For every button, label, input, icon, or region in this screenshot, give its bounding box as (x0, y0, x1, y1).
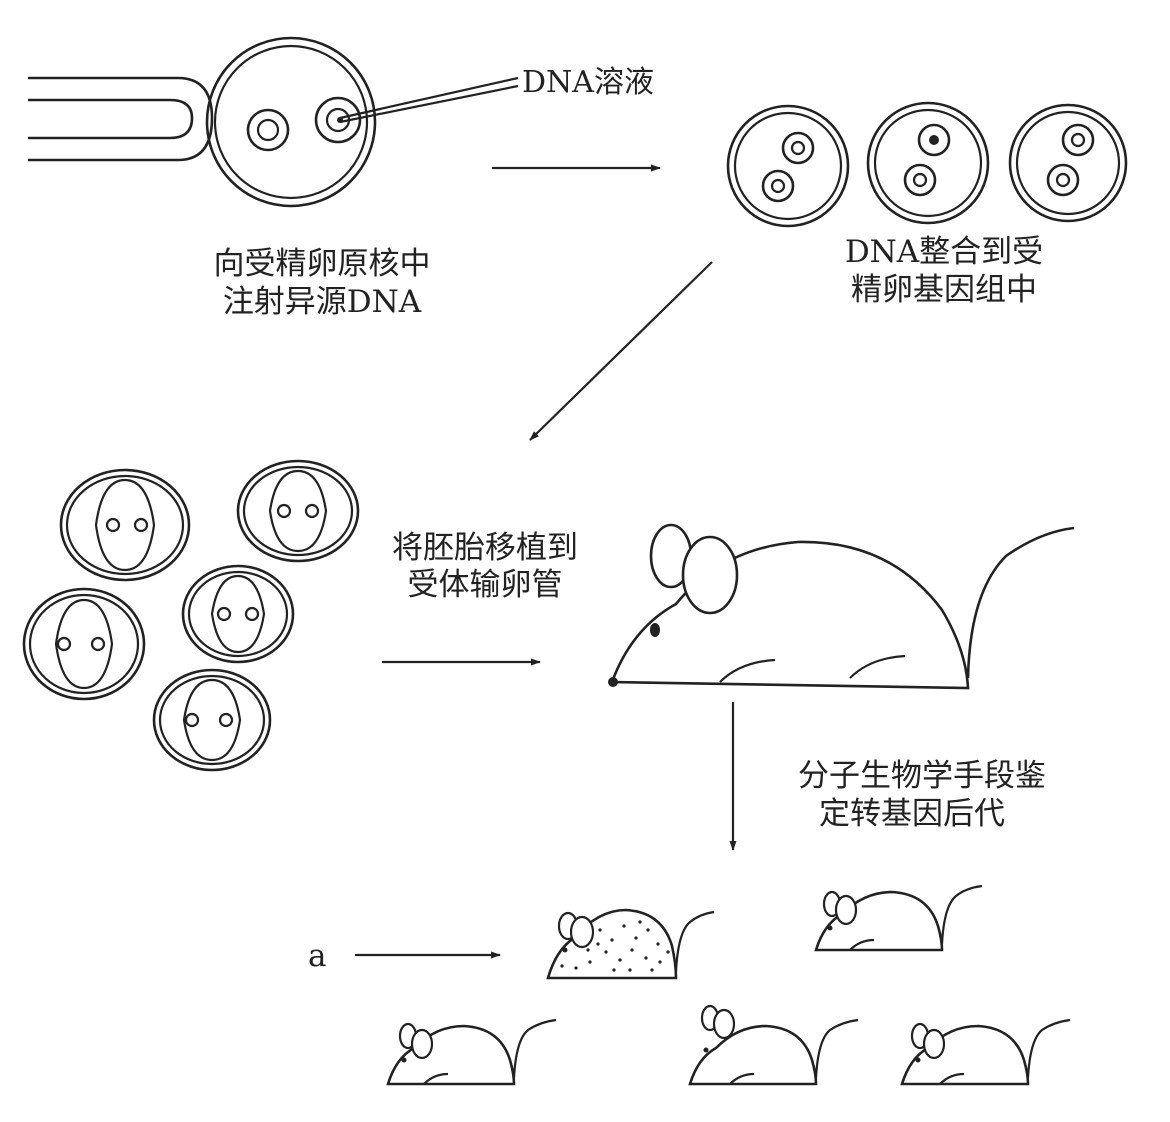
transgenic-offspring-mouse-icon (546, 908, 715, 980)
offspring-mouse-4-icon (688, 1004, 859, 1086)
offspring-mouse-2-icon (814, 884, 983, 952)
embryo-3 (181, 564, 295, 664)
recipient-mouse-icon (608, 523, 1075, 690)
integrate-caption-line2: 精卵基因组中 (851, 272, 1037, 308)
integrated-egg-1 (726, 104, 850, 228)
embryo-5 (152, 668, 272, 772)
offspring-mouse-5-icon (900, 1018, 1071, 1086)
integrated-egg-3 (1008, 103, 1128, 223)
dna-solution-label: DNA溶液 (522, 65, 654, 100)
marker-a-label: a (308, 938, 326, 974)
offspring-mouse-3-icon (386, 1018, 557, 1086)
identify-caption-line2: 定转基因后代 (819, 796, 1005, 832)
inject-caption-line1: 向受精卵原核中 (214, 246, 431, 282)
transplant-caption-line1: 将胚胎移植到 (392, 530, 578, 566)
injection-needle-icon (339, 76, 519, 124)
arrow-step2 (529, 261, 713, 441)
holding-pipette-icon (28, 76, 214, 162)
fertilized-egg-injection (205, 36, 377, 208)
transplant-caption-line2: 受体输卵管 (408, 567, 563, 603)
integrated-egg-2 (866, 101, 990, 225)
speckle-pattern (560, 920, 670, 972)
embryo-1 (59, 468, 191, 582)
identify-caption-line1: 分子生物学手段鉴 (798, 758, 1046, 794)
pronucleus-left-icon (246, 108, 290, 152)
inject-caption-line2: 注射异源DNA (223, 284, 422, 320)
embryo-4 (22, 587, 146, 701)
integrate-caption-line1: DNA整合到受 (845, 234, 1043, 270)
embryo-2 (236, 459, 360, 563)
